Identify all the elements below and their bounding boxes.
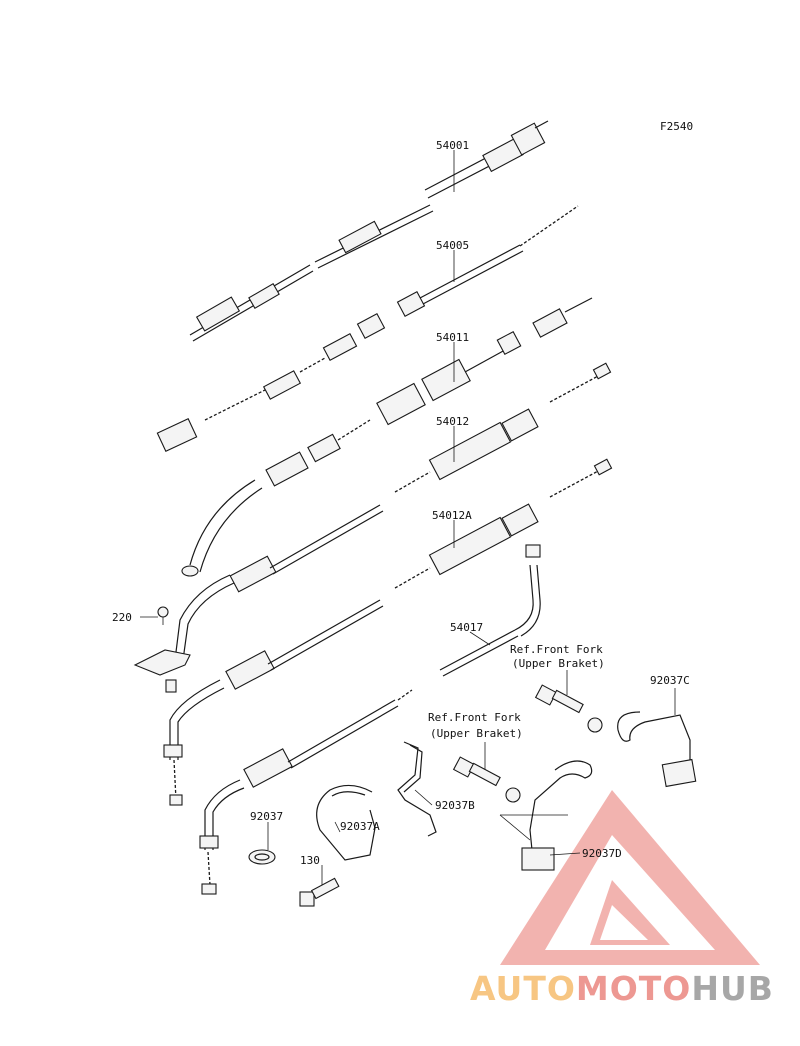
clamp-92037B [397, 741, 437, 837]
part-label-92037A: 92037A [340, 820, 380, 833]
cable-54011 [181, 297, 593, 577]
part-label-54011: 54011 [436, 331, 469, 344]
ref-label-1-line2: (Upper Braket) [512, 657, 605, 670]
clamp-92037A [316, 784, 376, 861]
part-label-130: 130 [300, 854, 320, 867]
cable-54017 [439, 544, 541, 677]
part-label-92037C: 92037C [650, 674, 690, 687]
ref-label-2-line2: (Upper Braket) [430, 727, 523, 740]
part-label-54012A: 54012A [432, 509, 472, 522]
part-label-54017: 54017 [450, 621, 483, 634]
part-label-92037: 92037 [250, 810, 283, 823]
bolt-130 [299, 877, 340, 907]
cable-54012A [163, 458, 613, 806]
part-label-92037D: 92037D [582, 847, 622, 860]
watermark-part-auto: AUTO [470, 969, 576, 1008]
cable-54001 [189, 120, 549, 342]
watermark-part-moto: MOTO [576, 969, 691, 1008]
part-label-54012: 54012 [436, 415, 469, 428]
cable-54005 [156, 205, 579, 452]
watermark-part-hub: HUB [691, 969, 774, 1008]
cable-lower [199, 689, 413, 895]
leader-lines [140, 150, 676, 885]
ref-label-1-line1: Ref.Front Fork [510, 643, 603, 656]
ref-label-2-line1: Ref.Front Fork [428, 711, 521, 724]
part-label-92037B: 92037B [435, 799, 475, 812]
bolt-middle [452, 756, 521, 803]
clamp-92037 [248, 849, 276, 865]
watermark-logo [500, 790, 760, 965]
clamp-92037D [521, 760, 593, 871]
clamp-92037C [617, 711, 697, 788]
part-label-54001: 54001 [436, 139, 469, 152]
watermark-text: AUTOMOTOHUB [470, 969, 774, 1008]
bracket-220 [133, 606, 191, 693]
cable-54012 [174, 362, 612, 661]
part-label-220: 220 [112, 611, 132, 624]
part-label-54005: 54005 [436, 239, 469, 252]
bolt-upper [534, 684, 603, 733]
diagram-code: F2540 [660, 120, 693, 133]
